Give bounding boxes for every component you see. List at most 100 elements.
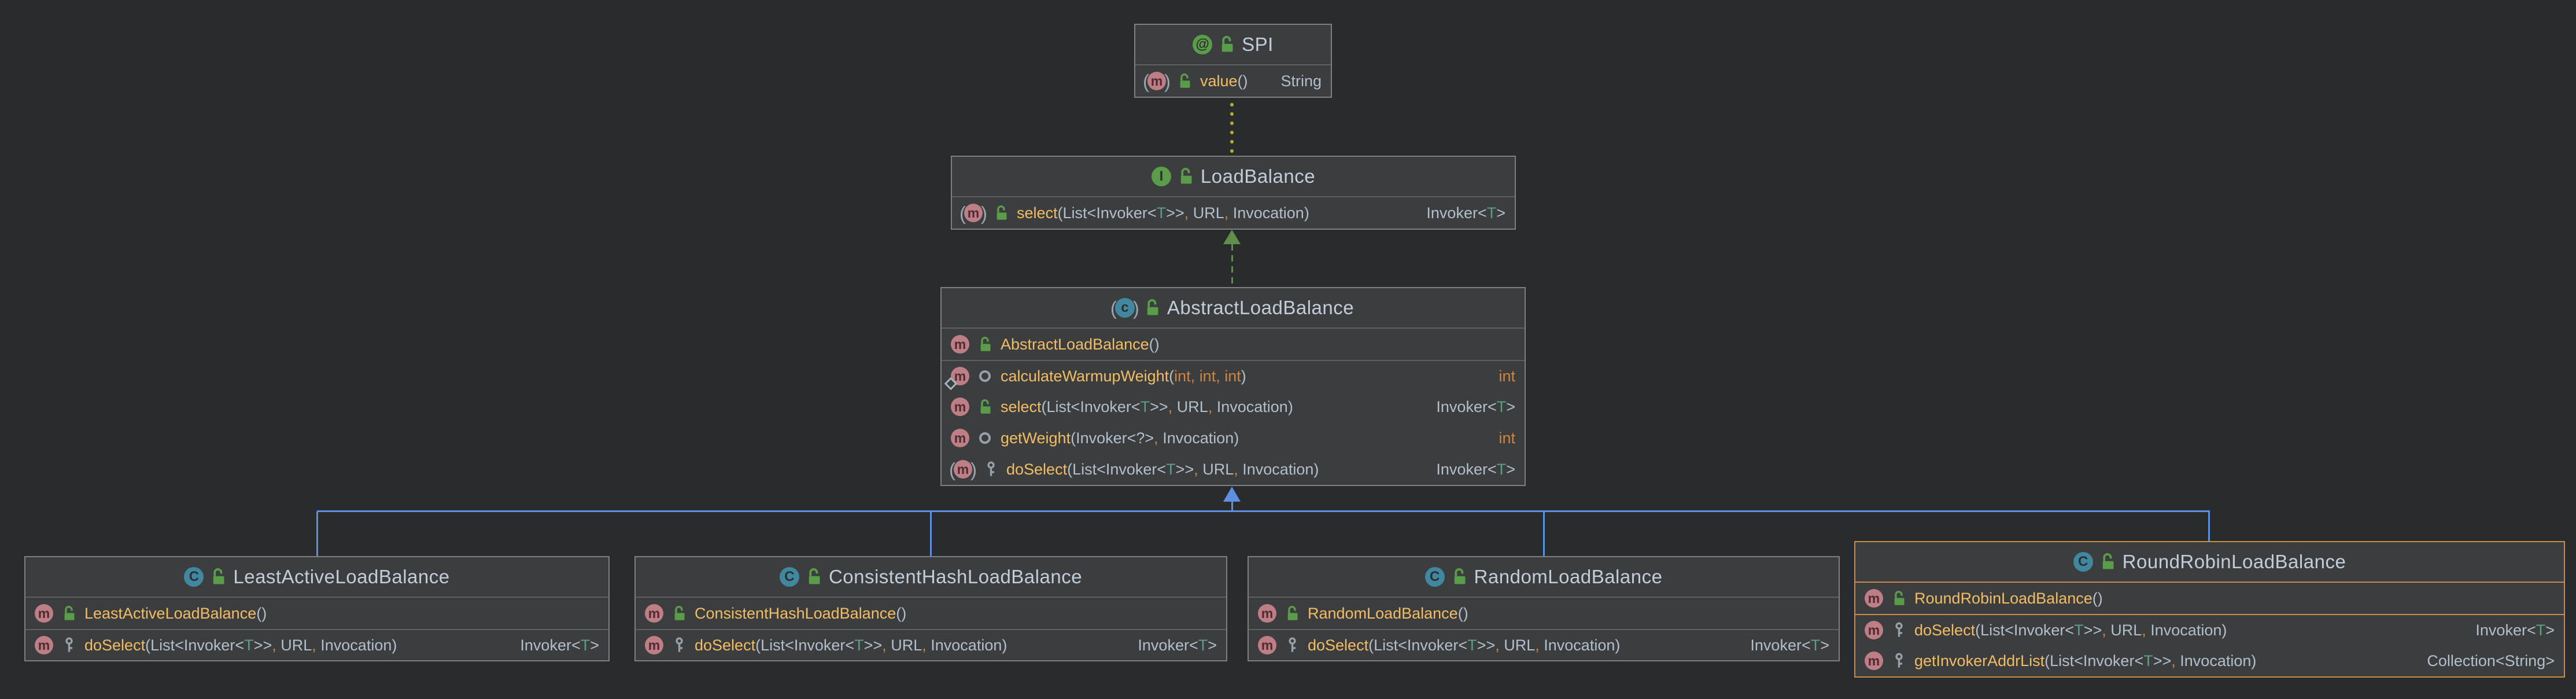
method-params: (List<Invoker<T>>, Invocation) xyxy=(2044,652,2257,669)
method-name: ConsistentHashLoadBalance xyxy=(695,604,896,622)
class-header: C RandomLoadBalance xyxy=(1249,557,1839,598)
abstract-method-icon: (m) xyxy=(949,458,977,480)
method-row[interactable]: m calculateWarmupWeight(int, int, int) i… xyxy=(942,360,1525,391)
package-private-icon xyxy=(977,432,993,444)
method-icon: m xyxy=(1865,621,1883,639)
constructor-row[interactable]: m ConsistentHashLoadBalance() xyxy=(636,598,1226,629)
method-name: AbstractLoadBalance xyxy=(1001,335,1149,353)
method-row[interactable]: m doSelect(List<Invoker<T>>, URL, Invoca… xyxy=(636,629,1226,660)
class-node-spi[interactable]: @ SPI (m) value() String xyxy=(1134,24,1332,98)
protected-key-icon xyxy=(1891,653,1907,669)
method-return-type: Invoker<T> xyxy=(1750,636,1829,654)
annotation-icon: @ xyxy=(1193,35,1213,54)
method-name: doSelect xyxy=(1006,460,1068,478)
method-return-type: Invoker<T> xyxy=(520,636,599,654)
method-row[interactable]: m doSelect(List<Invoker<T>>, URL, Invoca… xyxy=(25,629,608,660)
class-header: C ConsistentHashLoadBalance xyxy=(636,557,1226,598)
method-return-type: String xyxy=(1280,72,1322,90)
class-node-consistenthashloadbalance[interactable]: C ConsistentHashLoadBalance m Consistent… xyxy=(634,556,1227,661)
public-lock-icon xyxy=(977,336,993,352)
method-row[interactable]: m getWeight(Invoker<?>, Invocation) int xyxy=(942,422,1525,454)
method-name: RoundRobinLoadBalance xyxy=(1914,589,2092,607)
constructor-row[interactable]: m RandomLoadBalance() xyxy=(1249,598,1839,629)
class-title: LoadBalance xyxy=(1200,165,1316,187)
method-name: doSelect xyxy=(84,636,146,654)
realization-arrowhead-icon[interactable] xyxy=(1223,230,1241,244)
constructor-row[interactable]: m AbstractLoadBalance() xyxy=(942,329,1525,360)
method-name: getInvokerAddrList xyxy=(1914,652,2045,669)
method-return-type: Invoker<T> xyxy=(1436,398,1515,415)
method-icon: m xyxy=(1258,636,1276,654)
method-row[interactable]: m doSelect(List<Invoker<T>>, URL, Invoca… xyxy=(1855,614,2564,645)
realization-edge[interactable] xyxy=(1231,244,1233,286)
class-node-loadbalance[interactable]: I LoadBalance (m) select(List<Invoker<T>… xyxy=(951,156,1516,230)
method-icon: m xyxy=(951,398,969,416)
class-node-abstractloadbalance[interactable]: (c) AbstractLoadBalance m AbstractLoadBa… xyxy=(940,287,1526,486)
method-row[interactable]: (m) doSelect(List<Invoker<T>>, URL, Invo… xyxy=(942,454,1525,485)
method-name: value xyxy=(1200,72,1238,90)
interface-icon: I xyxy=(1151,167,1171,186)
method-name: calculateWarmupWeight xyxy=(1001,367,1169,385)
method-name: getWeight xyxy=(1001,429,1071,447)
generalization-edge-consistenthash[interactable] xyxy=(930,512,932,556)
method-params: () xyxy=(256,604,267,622)
public-lock-icon xyxy=(671,605,687,621)
class-header: C RoundRobinLoadBalance xyxy=(1855,542,2564,583)
class-header: (c) AbstractLoadBalance xyxy=(942,288,1525,329)
generalization-edge-leastactive[interactable] xyxy=(316,512,318,556)
method-params: (List<Invoker<T>>, URL, Invocation) xyxy=(755,636,1007,654)
method-row[interactable]: m doSelect(List<Invoker<T>>, URL, Invoca… xyxy=(1249,629,1839,660)
method-name: select xyxy=(1017,204,1058,222)
class-title: LeastActiveLoadBalance xyxy=(233,566,450,587)
method-params: (List<Invoker<T>>, URL, Invocation) xyxy=(145,636,397,654)
method-params: () xyxy=(2092,589,2103,607)
public-lock-icon xyxy=(1179,168,1193,185)
class-title: SPI xyxy=(1242,34,1274,55)
class-title: AbstractLoadBalance xyxy=(1167,297,1355,318)
generalization-edge-random[interactable] xyxy=(1543,512,1545,556)
abstract-class-icon: (c) xyxy=(1110,297,1139,319)
class-node-leastactiveloadbalance[interactable]: C LeastActiveLoadBalance m LeastActiveLo… xyxy=(24,556,610,661)
method-icon: m xyxy=(1258,604,1276,623)
method-name: doSelect xyxy=(695,636,756,654)
package-private-icon xyxy=(977,370,993,382)
public-lock-icon xyxy=(1220,36,1234,53)
constructor-row[interactable]: m LeastActiveLoadBalance() xyxy=(25,598,608,629)
public-lock-icon xyxy=(1452,568,1467,586)
generalization-edge-stem[interactable] xyxy=(1231,501,1233,512)
method-icon: m xyxy=(951,335,969,354)
class-node-randomloadbalance[interactable]: C RandomLoadBalance m RandomLoadBalance(… xyxy=(1248,556,1840,661)
public-lock-icon xyxy=(977,399,993,415)
method-icon: m xyxy=(1865,589,1883,608)
constructor-row[interactable]: m RoundRobinLoadBalance() xyxy=(1855,583,2564,614)
generalization-edge-bus[interactable] xyxy=(317,510,2210,512)
public-lock-icon xyxy=(1284,605,1300,621)
public-lock-icon xyxy=(1176,73,1193,89)
method-name: doSelect xyxy=(1914,621,1976,639)
method-row[interactable]: m getInvokerAddrList(List<Invoker<T>>, I… xyxy=(1855,645,2564,676)
protected-key-icon xyxy=(671,637,687,654)
method-params: (int, int, int) xyxy=(1169,367,1246,385)
class-header: C LeastActiveLoadBalance xyxy=(25,557,608,598)
class-icon: C xyxy=(184,567,204,587)
method-params: () xyxy=(1457,604,1468,622)
method-params: (List<Invoker<T>>, URL, Invocation) xyxy=(1067,460,1319,478)
class-node-roundrobinloadbalance[interactable]: C RoundRobinLoadBalance m RoundRobinLoad… xyxy=(1854,541,2565,678)
abstract-method-icon: (m) xyxy=(959,202,987,224)
method-row[interactable]: (m) value() String xyxy=(1135,65,1331,97)
method-row[interactable]: m select(List<Invoker<T>>, URL, Invocati… xyxy=(942,391,1525,422)
method-return-type: int xyxy=(1499,367,1515,385)
method-return-type: int xyxy=(1499,429,1515,447)
annotation-dependency-edge[interactable] xyxy=(1230,100,1234,154)
method-icon: m xyxy=(951,429,969,447)
protected-key-icon xyxy=(983,461,999,478)
method-params: (List<Invoker<T>>, URL, Invocation) xyxy=(1041,398,1293,415)
static-method-icon: m xyxy=(944,367,969,391)
class-icon: C xyxy=(2073,552,2093,572)
generalization-arrowhead-icon[interactable] xyxy=(1223,487,1241,502)
method-params: () xyxy=(896,604,907,622)
method-params: (List<Invoker<T>>, URL, Invocation) xyxy=(1975,621,2227,639)
generalization-edge-roundrobin[interactable] xyxy=(2208,512,2210,541)
method-row[interactable]: (m) select(List<Invoker<T>>, URL, Invoca… xyxy=(952,197,1515,229)
